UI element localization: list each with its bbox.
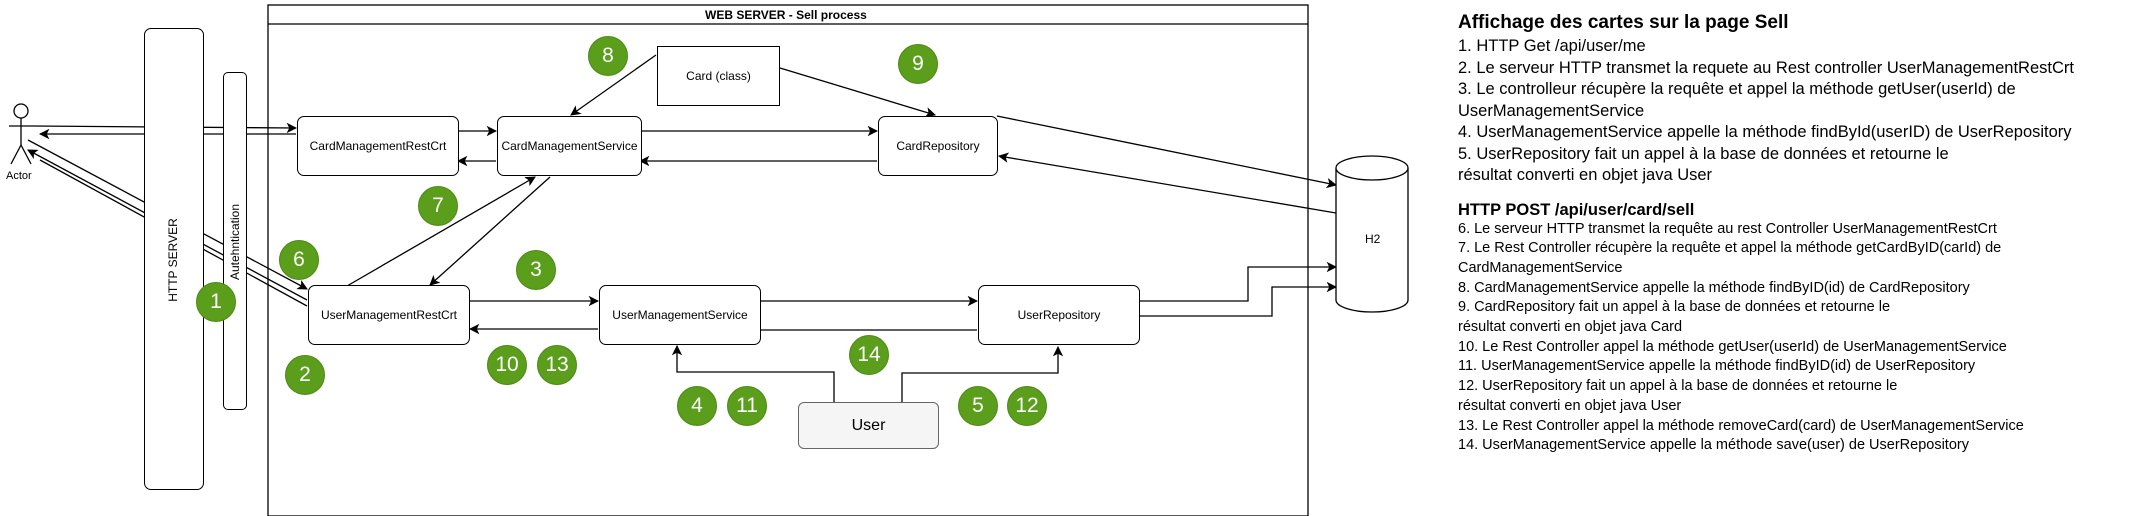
step-badge-11: 11 xyxy=(727,386,767,426)
notes-line: 11. UserManagementService appelle la mét… xyxy=(1458,358,1976,375)
notes-line: UserManagementService xyxy=(1458,101,1645,120)
notes-section-2-list: 6. Le serveur HTTP transmet la requête a… xyxy=(1458,220,2138,456)
card-repository[interactable]: CardRepository xyxy=(878,116,998,176)
notes-line: 9. CardRepository fait un appel à la bas… xyxy=(1458,299,1891,316)
h2-database-label: H2 xyxy=(1365,232,1381,246)
step-badge-1: 1 xyxy=(196,282,236,322)
user-management-rest-controller[interactable]: UserManagementRestCrt xyxy=(308,285,470,345)
http-server-box[interactable]: HTTP SERVER xyxy=(144,28,204,490)
web-server-title: WEB SERVER - Sell process xyxy=(705,8,867,22)
notes-line: 5. UserRepository fait un appel à la bas… xyxy=(1458,144,1949,163)
notes-line: 4. UserManagementService appelle la méth… xyxy=(1458,123,2072,141)
notes-line: 10. Le Rest Controller appel la méthode … xyxy=(1458,338,2007,355)
step-badge-7: 7 xyxy=(418,186,458,226)
web-server-frame xyxy=(267,4,1309,516)
http-server-label: HTTP SERVER xyxy=(166,218,180,302)
notes-line: résultat converti en objet java User xyxy=(1458,166,1713,184)
step-badge-13: 13 xyxy=(537,345,577,385)
card-class[interactable]: Card (class) xyxy=(657,46,780,106)
notes-line: résultat converti en objet java User xyxy=(1458,397,1682,414)
notes-section-1-title: Affichage des cartes sur la page Sell xyxy=(1458,12,1789,33)
notes-line: résultat converti en objet java Card xyxy=(1458,319,1683,336)
h2-database-cylinder xyxy=(1335,155,1409,313)
step-badge-14: 14 xyxy=(849,335,889,375)
notes-line: 3. Le controlleur récupère la requête et… xyxy=(1458,80,2016,98)
step-badge-4: 4 xyxy=(677,386,717,426)
notes-section-2-title: HTTP POST /api/user/card/sell xyxy=(1458,200,1695,219)
step-badge-10: 10 xyxy=(487,345,527,385)
user-management-service[interactable]: UserManagementService xyxy=(599,285,761,345)
step-badge-6: 6 xyxy=(279,240,319,280)
authentication-box[interactable]: Autehntication xyxy=(223,72,247,410)
step-badge-5: 5 xyxy=(958,386,998,426)
notes-line: 6. Le serveur HTTP transmet la requête a… xyxy=(1458,220,1997,237)
authentication-label: Autehntication xyxy=(228,203,242,281)
step-badge-8: 8 xyxy=(588,36,628,76)
step-badge-9: 9 xyxy=(898,44,938,84)
actor-figure xyxy=(9,103,33,165)
notes-line: 13. Le Rest Controller appel la méthode … xyxy=(1458,417,2024,434)
step-badge-12: 12 xyxy=(1007,386,1047,426)
user-repository[interactable]: UserRepository xyxy=(978,285,1140,345)
card-management-service[interactable]: CardManagementService xyxy=(497,116,642,176)
process-notes: Affichage des cartes sur la page Sell 1.… xyxy=(1458,12,2138,456)
actor-label: Actor xyxy=(6,170,32,182)
notes-line: CardManagementService xyxy=(1458,259,1623,276)
step-badge-3: 3 xyxy=(516,250,556,290)
user-entity[interactable]: User xyxy=(798,402,939,449)
notes-line: 12. UserRepository fait un appel à la ba… xyxy=(1458,378,1898,395)
step-badge-2: 2 xyxy=(285,355,325,395)
notes-line: 8. CardManagementService appelle la méth… xyxy=(1458,279,1970,296)
notes-line: 1. HTTP Get /api/user/me xyxy=(1458,37,1646,55)
notes-line: 2. Le serveur HTTP transmet la requete a… xyxy=(1458,58,2074,77)
notes-section-1-list: 1. HTTP Get /api/user/me 2. Le serveur H… xyxy=(1458,36,2138,187)
notes-line: 7. Le Rest Controller récupère la requêt… xyxy=(1458,240,2002,257)
card-management-rest-controller[interactable]: CardManagementRestCrt xyxy=(297,116,459,176)
notes-line: 14. UserManagementService appelle la mét… xyxy=(1458,437,1969,454)
